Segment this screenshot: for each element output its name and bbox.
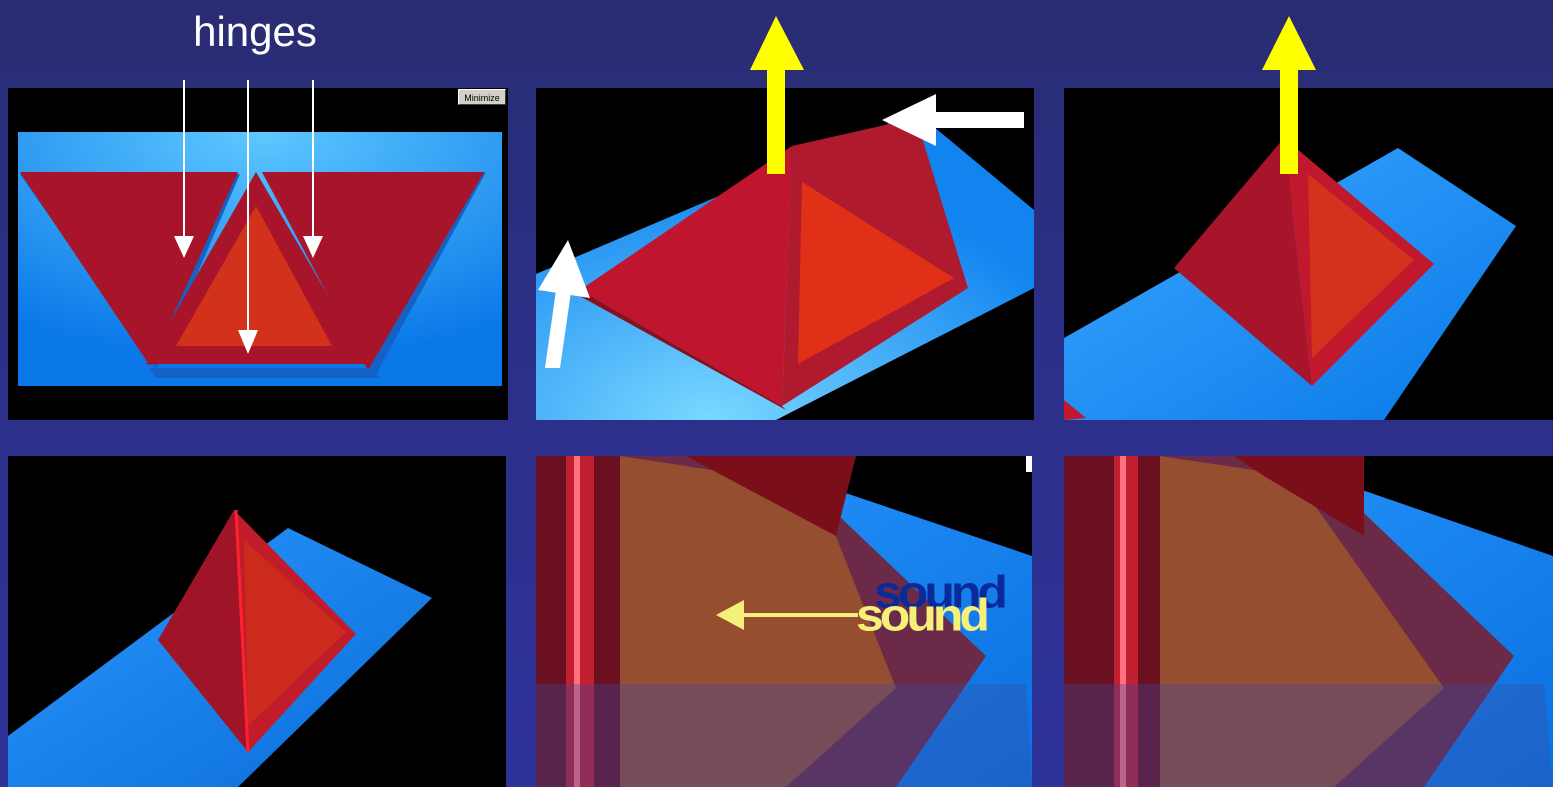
- panel-inside-2: [1064, 456, 1553, 787]
- reflection-band: [1064, 684, 1553, 787]
- reflection-band: [536, 684, 1032, 787]
- center-edge-shadow: [150, 368, 380, 378]
- corner-mark: [1026, 456, 1032, 472]
- folding-2-drawing: [1064, 88, 1553, 420]
- inside-2-drawing: [1064, 456, 1553, 787]
- flat-net-drawing: [8, 88, 508, 420]
- sound-label: sound: [856, 591, 986, 640]
- folding-1-drawing: [536, 88, 1034, 420]
- panel-folding-1: [536, 88, 1034, 420]
- panel-pyramid-closed: [8, 456, 506, 787]
- pyramid-closed-drawing: [8, 456, 506, 787]
- slide-title: hinges: [140, 6, 370, 58]
- panel-flat-net: [8, 88, 508, 420]
- panel-folding-2: [1064, 88, 1553, 420]
- minimize-button[interactable]: Minimize: [458, 89, 506, 105]
